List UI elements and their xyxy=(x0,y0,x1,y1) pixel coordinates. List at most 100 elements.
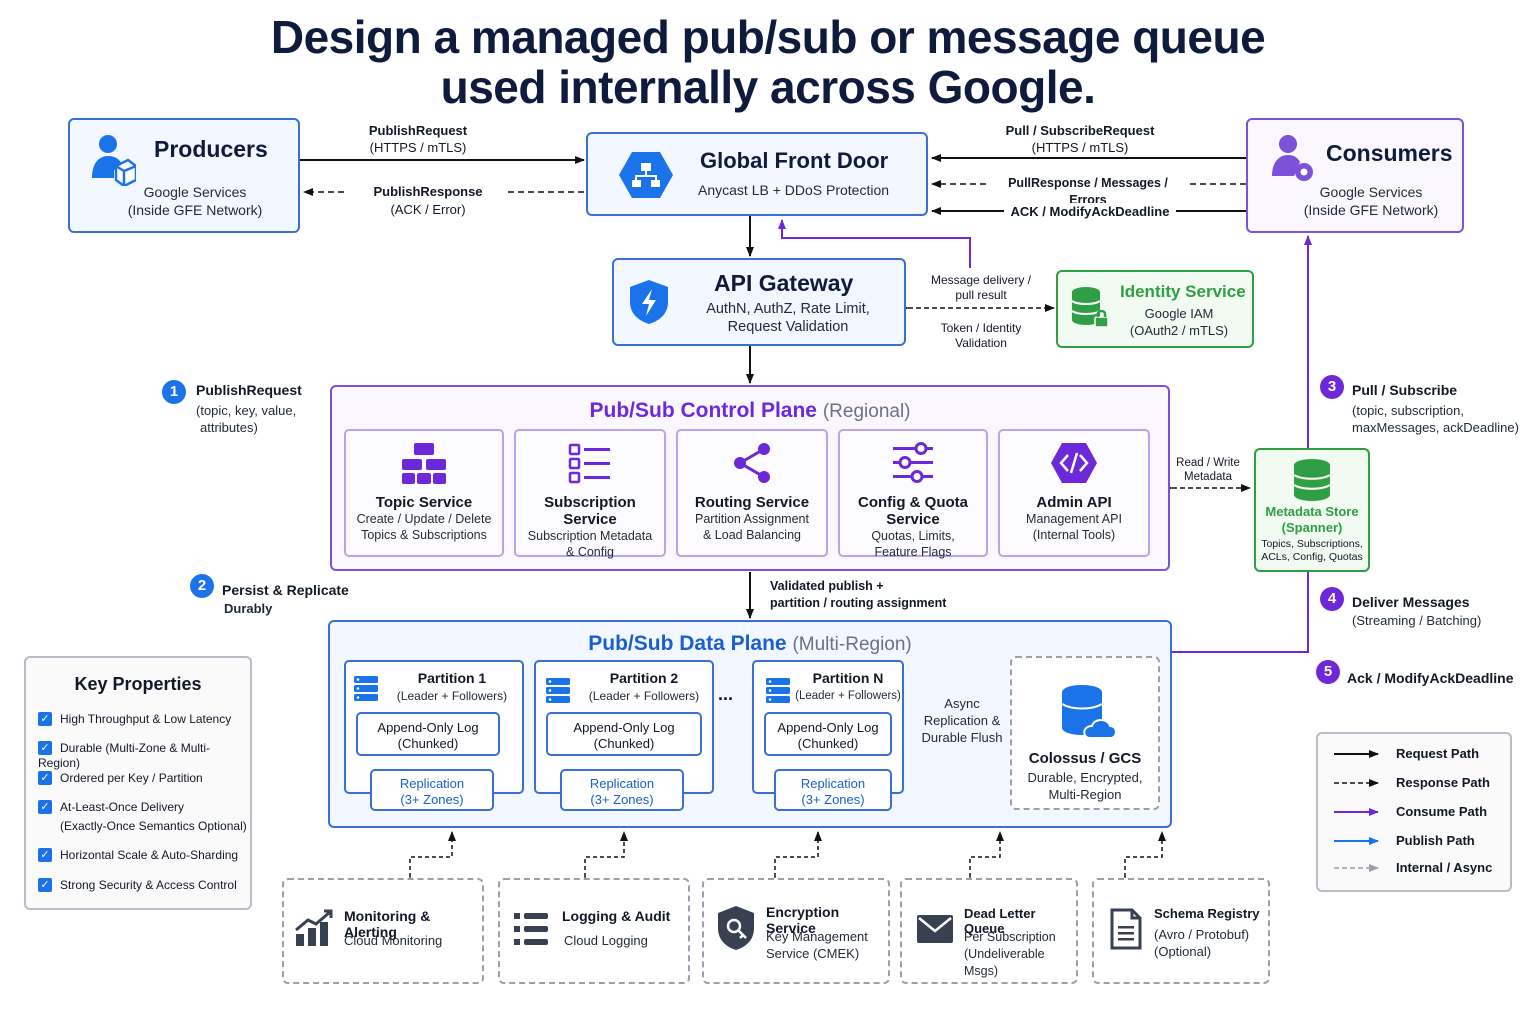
legend-request-path: Request Path xyxy=(1318,744,1510,764)
front-door-subtitle: Anycast LB + DDoS Protection xyxy=(698,182,890,198)
legend-publish-path: Publish Path xyxy=(1318,831,1510,851)
step-2-badge: 2 xyxy=(190,574,214,598)
message-delivery-label2: pull result xyxy=(955,288,1007,302)
dlq-desc2: (Undeliverable Msgs) xyxy=(964,947,1045,978)
subscription-service-desc2: & Config xyxy=(566,545,614,559)
legend-consume-path: Consume Path xyxy=(1318,802,1510,822)
legend-dashed-line xyxy=(1334,779,1379,787)
legend-gray-dashed-line xyxy=(1334,864,1379,872)
dead-letter-queue-box[interactable]: Dead Letter Queue Per Subscription (Unde… xyxy=(900,878,1078,984)
identity-line2: (OAuth2 / mTLS) xyxy=(1129,323,1229,338)
message-delivery-label: Message delivery / xyxy=(930,273,1032,287)
identity-service-box[interactable]: Identity Service Google IAM (OAuth2 / mT… xyxy=(1056,270,1254,348)
front-door-title: Global Front Door xyxy=(700,148,889,173)
monitoring-alerting-box[interactable]: Monitoring & Alerting Cloud Monitoring xyxy=(282,878,484,984)
colossus-desc: Durable, Encrypted, xyxy=(1027,770,1143,785)
routing-service-name: Routing Service xyxy=(694,494,810,511)
publish-response-sub: (ACK / Error) xyxy=(390,202,466,217)
legend-panel: Request Path Response Path Consume Path … xyxy=(1316,732,1512,892)
read-write-label: Read / Write xyxy=(1176,457,1240,469)
checklist-icon xyxy=(568,443,610,484)
validated-publish-label: Validated publish + xyxy=(770,579,884,593)
deliver-messages-arrow xyxy=(1172,235,1312,653)
partition-2-log: Append-Only Log(Chunked) xyxy=(546,712,702,756)
api-gateway-line2: Request Validation xyxy=(727,319,849,335)
api-gateway-line1: AuthN, AuthZ, Rate Limit, xyxy=(706,301,870,317)
async-replication-label3: Durable Flush xyxy=(921,730,1003,745)
consumers-title: Consumers xyxy=(1326,140,1453,166)
step-3-detail: (topic, subscription, xyxy=(1352,403,1464,418)
identity-line1: Google IAM xyxy=(1144,306,1214,321)
topic-service[interactable]: Topic Service Create / Update / Delete T… xyxy=(344,429,504,557)
schema-registry-desc: (Avro / Protobuf) xyxy=(1154,927,1250,942)
key-property-item: ✓Durable (Multi-Zone & Multi-Region) xyxy=(38,741,211,770)
schema-registry-desc2: (Optional) xyxy=(1154,944,1212,959)
pull-request-sub: (HTTPS / mTLS) xyxy=(1031,140,1129,155)
routing-service[interactable]: Routing Service Partition Assignment & L… xyxy=(676,429,828,557)
key-property-item: ✓Ordered per Key / Partition xyxy=(38,771,203,786)
colossus-storage-box[interactable]: Colossus / GCS Durable, Encrypted, Multi… xyxy=(1010,656,1160,810)
document-icon xyxy=(1110,908,1142,950)
page-title-line2: used internally across Google. xyxy=(440,61,1096,113)
server-icon xyxy=(766,678,790,703)
subscription-service[interactable]: Subscription Service Subscription Metada… xyxy=(514,429,666,559)
network-hexagon-icon xyxy=(619,152,673,198)
partition-1-replication: Replication(3+ Zones) xyxy=(370,769,494,811)
partition-2-replication: Replication(3+ Zones) xyxy=(560,769,684,811)
partition-n-name: Partition N xyxy=(812,670,884,686)
config-quota-service[interactable]: Config & Quota Service Quotas, Limits, F… xyxy=(838,429,988,559)
logging-audit-box[interactable]: Logging & Audit Cloud Logging xyxy=(498,878,690,984)
topic-service-name: Topic Service xyxy=(375,494,473,511)
server-icon xyxy=(354,676,378,701)
page-title: Design a managed pub/sub or message queu… xyxy=(270,11,1266,63)
metadata-store-title: Metadata Store xyxy=(1265,504,1359,519)
share-icon xyxy=(734,443,770,483)
consumers-box[interactable]: Consumers Google Services (Inside GFE Ne… xyxy=(1246,118,1464,233)
encryption-title: Encryption Service xyxy=(766,904,840,936)
envelope-icon xyxy=(917,915,953,943)
step-2-detail: Durably xyxy=(224,601,273,616)
publish-request-label: PublishRequest xyxy=(368,123,468,138)
identity-title: Identity Service xyxy=(1120,282,1246,301)
subscription-service-name: Subscription Service xyxy=(544,494,636,528)
step-3-detail2: maxMessages, ackDeadline) xyxy=(1352,420,1519,435)
sliders-icon xyxy=(893,442,933,483)
admin-api-name: Admin API xyxy=(1036,494,1112,511)
global-front-door-box[interactable]: Global Front Door Anycast LB + DDoS Prot… xyxy=(586,132,928,216)
publish-request-sub: (HTTPS / mTLS) xyxy=(369,140,467,155)
schema-registry-box[interactable]: Schema Registry (Avro / Protobuf) (Optio… xyxy=(1092,878,1270,984)
shield-bolt-icon xyxy=(630,280,668,324)
key-property-item-note: (Exactly-Once Semantics Optional) xyxy=(60,819,247,833)
admin-api-service[interactable]: Admin API Management API (Internal Tools… xyxy=(998,429,1150,557)
config-quota-service-desc2: Feature Flags xyxy=(874,545,952,559)
producers-line2: (Inside GFE Network) xyxy=(127,202,263,218)
step-2-title: Persist & Replicate xyxy=(222,582,349,598)
key-property-item: ✓High Throughput & Low Latency xyxy=(38,712,231,727)
publish-response-label: PublishResponse xyxy=(348,183,508,200)
step-5-title: Ack / ModifyAckDeadline xyxy=(1347,670,1514,686)
admin-api-desc2: (Internal Tools) xyxy=(1032,528,1116,542)
dlq-title: Dead Letter Queue xyxy=(964,906,1036,936)
encryption-service-box[interactable]: Encryption Service Key Management Servic… xyxy=(702,878,890,984)
step-4-badge: 4 xyxy=(1320,587,1344,611)
admin-api-desc: Management API xyxy=(1026,512,1122,526)
encryption-desc2: Service (CMEK) xyxy=(766,946,860,961)
step-1-detail: (topic, key, value, xyxy=(196,403,297,418)
routing-service-desc: Partition Assignment xyxy=(695,512,809,526)
control-plane-title: Pub/Sub Control Plane (Regional) xyxy=(589,399,911,422)
key-property-item: ✓At-Least-Once Delivery xyxy=(38,800,184,815)
partition-n-role: (Leader + Followers) xyxy=(795,690,901,702)
partition-2-role: (Leader + Followers) xyxy=(588,689,700,703)
partition-2-name: Partition 2 xyxy=(609,670,679,686)
step-4-detail: (Streaming / Batching) xyxy=(1352,613,1482,628)
producers-box[interactable]: Producers Google Services (Inside GFE Ne… xyxy=(68,118,300,233)
monitoring-desc: Cloud Monitoring xyxy=(344,933,443,948)
config-quota-service-desc: Quotas, Limits, xyxy=(871,529,955,543)
schema-registry-title: Schema Registry xyxy=(1154,906,1260,921)
routing-service-desc2: & Load Balancing xyxy=(703,528,801,542)
metadata-store-title2: (Spanner) xyxy=(1281,520,1343,535)
metadata-store-box[interactable]: Metadata Store (Spanner) Topics, Subscri… xyxy=(1254,448,1370,572)
partition-1-log: Append-Only Log(Chunked) xyxy=(356,712,500,756)
api-gateway-box[interactable]: API Gateway AuthN, AuthZ, Rate Limit, Re… xyxy=(612,258,906,346)
step-1-title: PublishRequest xyxy=(196,382,302,398)
